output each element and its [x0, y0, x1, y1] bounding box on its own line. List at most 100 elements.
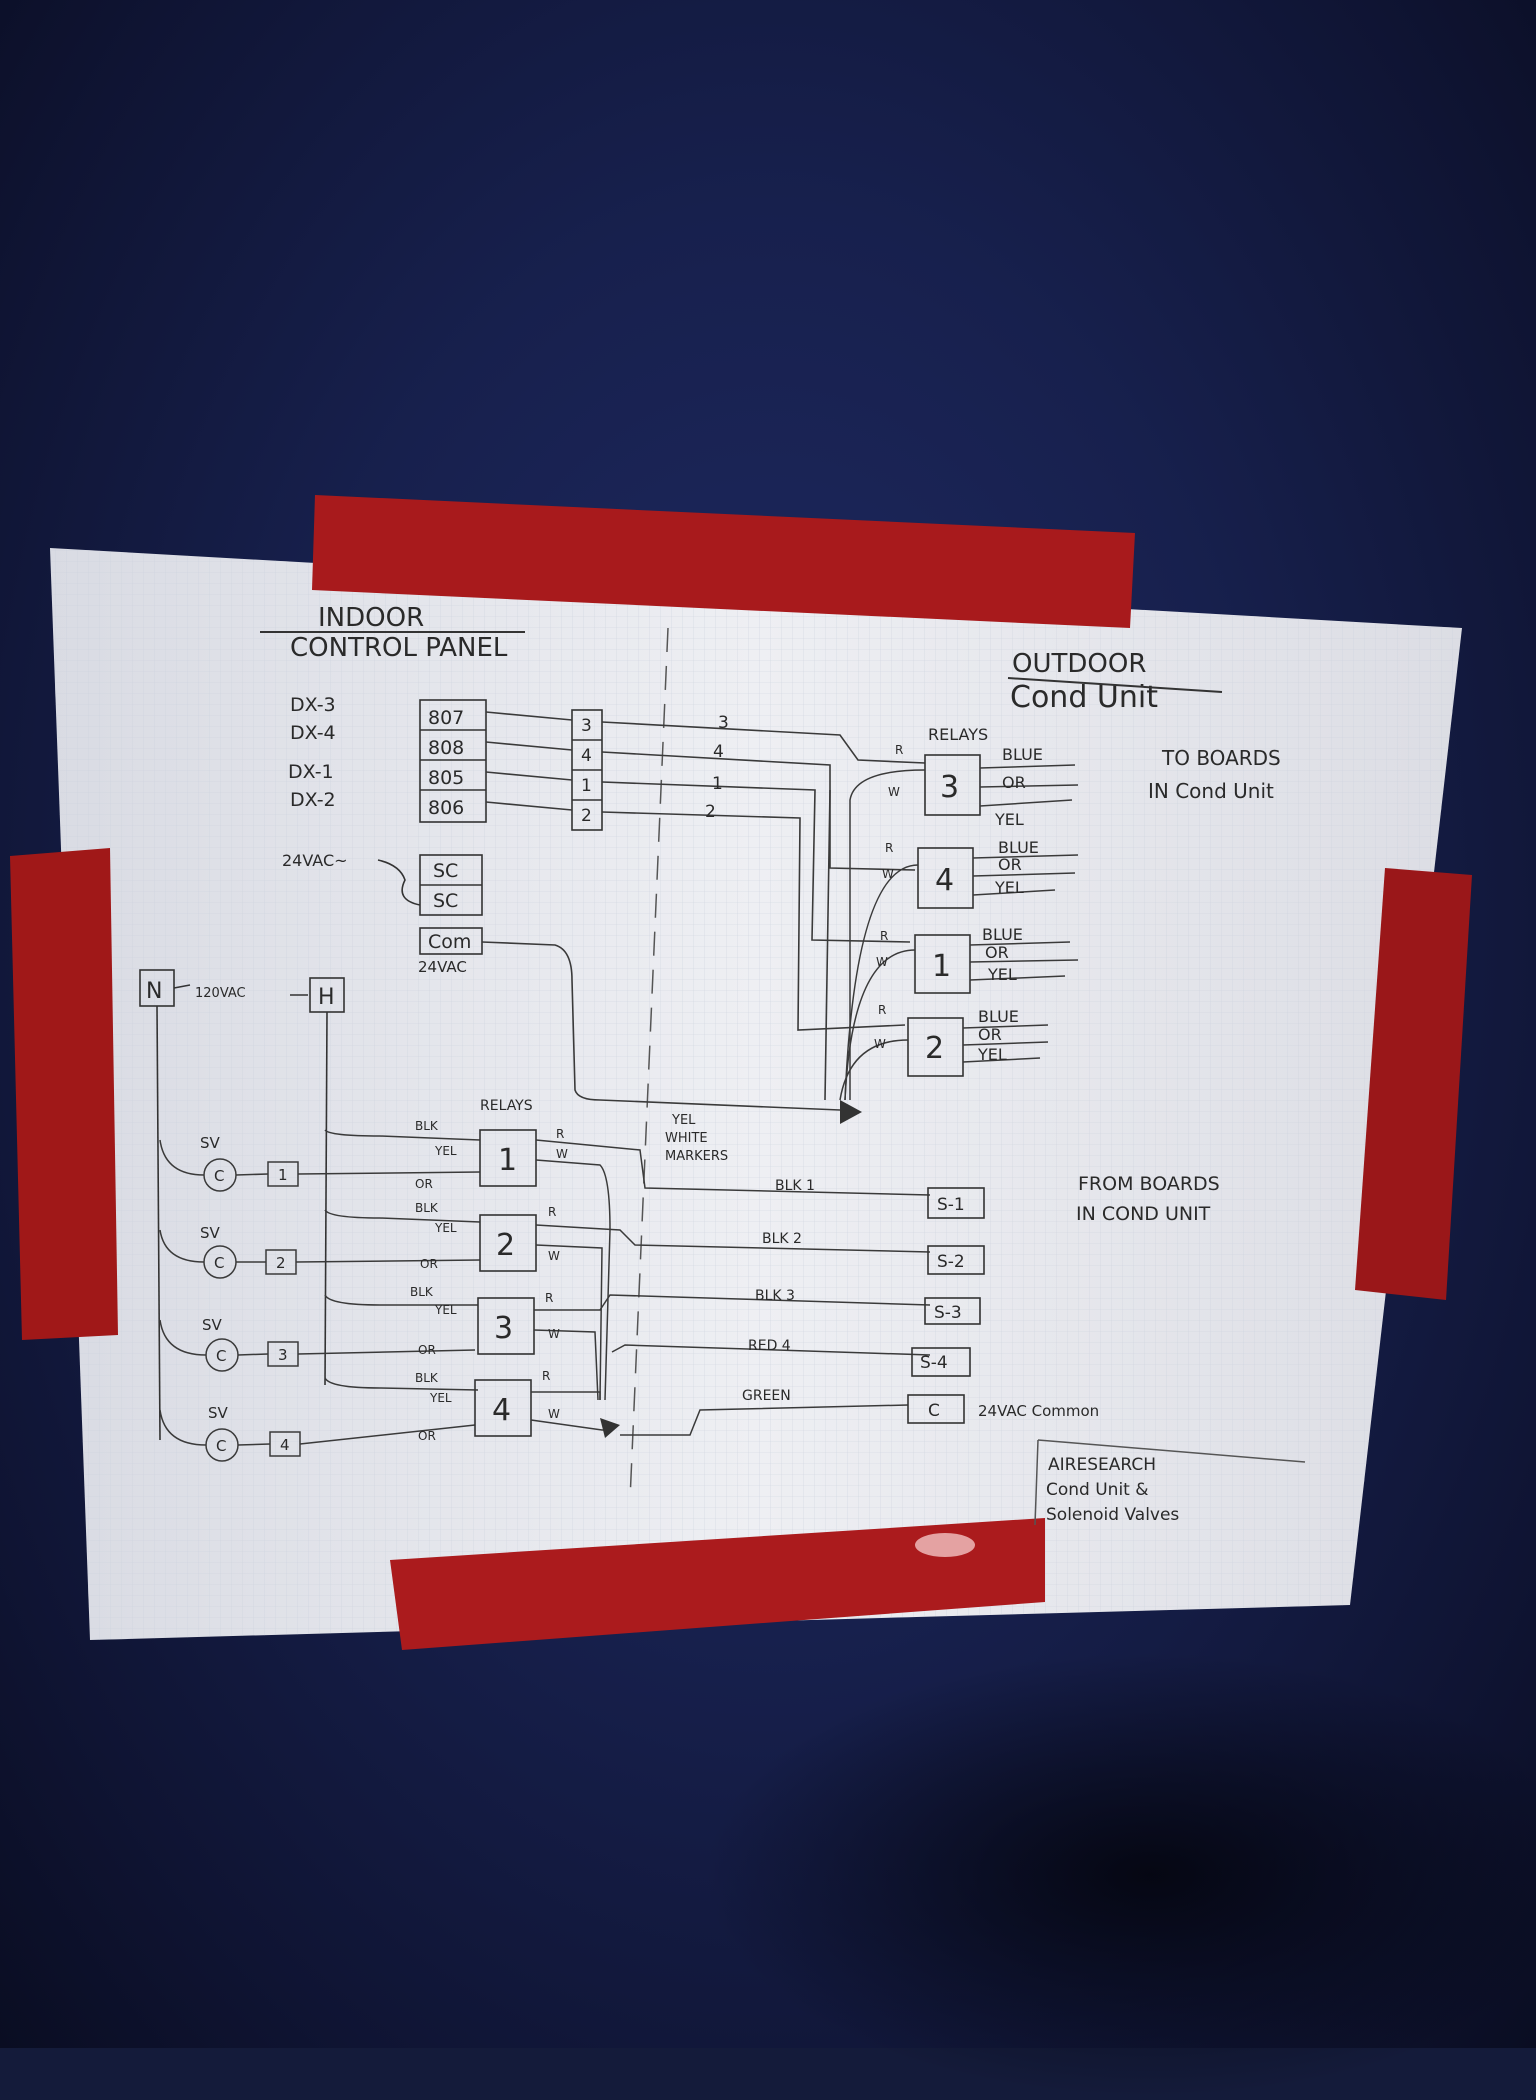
- lead-letter: W: [874, 1037, 886, 1051]
- svg-text:DX-2: DX-2: [290, 789, 336, 811]
- color-label: YEL: [994, 878, 1024, 897]
- numbered-terminal-strip: [571, 709, 603, 831]
- red-tape-right: [1355, 868, 1472, 1300]
- strip-label: 3: [581, 716, 592, 736]
- red-tape-bottom: [390, 1518, 1045, 1650]
- color-label: YEL: [987, 965, 1017, 984]
- sv-label: SV: [200, 1224, 221, 1242]
- red-tape-left: [10, 848, 118, 1340]
- sv-label: SV: [200, 1134, 221, 1152]
- signal-terminal-label: S-3: [934, 1303, 962, 1323]
- lead-letter: W: [556, 1147, 568, 1161]
- solenoid-circuits: [159, 1129, 481, 1462]
- white-markers-label: MARKERS: [665, 1149, 728, 1164]
- neutral-label: N: [146, 979, 162, 1004]
- ground-arrow: [840, 1100, 862, 1124]
- color-label: OR: [985, 943, 1009, 962]
- wire-color: OR: [415, 1177, 433, 1191]
- color-label: OR: [978, 1025, 1002, 1044]
- wire-color: OR: [418, 1429, 436, 1443]
- color-label: YEL: [994, 810, 1024, 829]
- coil-c-label: C: [214, 1167, 224, 1185]
- ground-arrow-indoor: [600, 1418, 620, 1438]
- wire-color: BLK: [410, 1285, 434, 1299]
- outdoor-relay-number: 3: [940, 770, 959, 805]
- outdoor-relay-leads: [839, 764, 1079, 1101]
- coil-c-label: C: [216, 1347, 226, 1365]
- from-boards-label: IN COND UNIT: [1076, 1203, 1211, 1225]
- signal-wire-label: GREEN: [742, 1388, 791, 1404]
- terminal-label: 807: [428, 707, 464, 729]
- svg-text:DX-1: DX-1: [288, 761, 334, 783]
- strip-label: 2: [581, 806, 592, 826]
- sc-label: SC: [433, 890, 458, 912]
- to-boards-label: IN Cond Unit: [1148, 779, 1274, 803]
- 120vac-label: 120VAC: [195, 986, 246, 1001]
- wire-number: 1: [712, 774, 723, 794]
- svg-text:OUTDOOR: OUTDOOR: [1012, 649, 1146, 679]
- 24vac-common-label: 24VAC Common: [978, 1402, 1099, 1420]
- wire-color: OR: [418, 1343, 436, 1357]
- indoor-relay-number: 1: [498, 1143, 517, 1178]
- signal-terminal-label: C: [928, 1401, 940, 1421]
- outdoor-relay-number: 2: [925, 1031, 944, 1066]
- lead-letter: W: [548, 1407, 560, 1421]
- svg-text:DX-3: DX-3: [290, 694, 336, 716]
- tape-glare: [915, 1533, 975, 1557]
- terminal-label: 808: [428, 737, 464, 759]
- strip-label: 4: [581, 746, 592, 766]
- svg-text:INDOOR: INDOOR: [318, 603, 424, 633]
- hot-label: H: [318, 985, 335, 1010]
- signal-wire-label: BLK 3: [755, 1288, 795, 1304]
- sc-label: SC: [433, 860, 458, 882]
- coil-c-label: C: [214, 1254, 224, 1272]
- coil-c-label: C: [216, 1437, 226, 1455]
- lead-letter: W: [882, 867, 894, 881]
- wire-number: 4: [713, 742, 724, 762]
- color-label: OR: [1002, 773, 1026, 792]
- svg-text:DX-4: DX-4: [290, 722, 336, 744]
- panel-divider: [629, 627, 669, 1501]
- wire-color: YEL: [434, 1221, 457, 1235]
- background-shadow: [700, 1650, 1536, 2100]
- lead-letter: W: [876, 955, 888, 969]
- color-label: OR: [998, 855, 1022, 874]
- graph-paper-grid: [50, 548, 1462, 1640]
- lead-letter: R: [548, 1205, 556, 1219]
- com-label: Com: [428, 931, 471, 953]
- wire-color: YEL: [434, 1303, 457, 1317]
- control-wires: [481, 711, 926, 1111]
- color-label: BLUE: [978, 1007, 1019, 1026]
- outdoor-relay-boxes: [907, 754, 981, 1077]
- signal-wire-label: RED 4: [748, 1338, 791, 1354]
- indoor-relay-boxes: [474, 1129, 537, 1437]
- strip-label: 1: [581, 776, 592, 796]
- neutral-hot-boxes: [139, 969, 345, 1441]
- title-block-line: Solenoid Valves: [1046, 1505, 1179, 1525]
- lead-letter: W: [888, 785, 900, 799]
- indoor-relay-number: 3: [494, 1311, 513, 1346]
- 24vac-label: 24VAC~: [282, 851, 348, 870]
- title-block: [1034, 1439, 1306, 1526]
- lead-letter: R: [885, 841, 893, 855]
- color-label: YEL: [977, 1045, 1007, 1064]
- dx-labels: DX-3 DX-4 DX-1 DX-2: [288, 694, 336, 811]
- indoor-relay-leads: [530, 1139, 931, 1436]
- from-boards-label: FROM BOARDS: [1078, 1173, 1220, 1195]
- red-tape-top: [312, 495, 1135, 628]
- white-markers-label: WHITE: [665, 1131, 708, 1146]
- wire-number: 2: [705, 802, 716, 822]
- lead-letter: R: [542, 1369, 550, 1383]
- svg-text:Cond Unit: Cond Unit: [1010, 680, 1158, 715]
- solenoid-terminal: 1: [278, 1166, 288, 1184]
- lead-letter: R: [895, 743, 903, 757]
- outdoor-relay-number: 1: [932, 949, 951, 984]
- outdoor-relay-number: 4: [935, 863, 954, 898]
- outdoor-cond-unit-label: OUTDOOR Cond Unit: [1007, 649, 1223, 715]
- color-label: BLUE: [1002, 745, 1043, 764]
- lead-letter: R: [880, 929, 888, 943]
- wiring-diagram-sheet: INDOOR CONTROL PANEL OUTDOOR Cond Unit D…: [10, 495, 1472, 1650]
- wire-color: OR: [420, 1257, 438, 1271]
- yel-label: YEL: [671, 1113, 696, 1128]
